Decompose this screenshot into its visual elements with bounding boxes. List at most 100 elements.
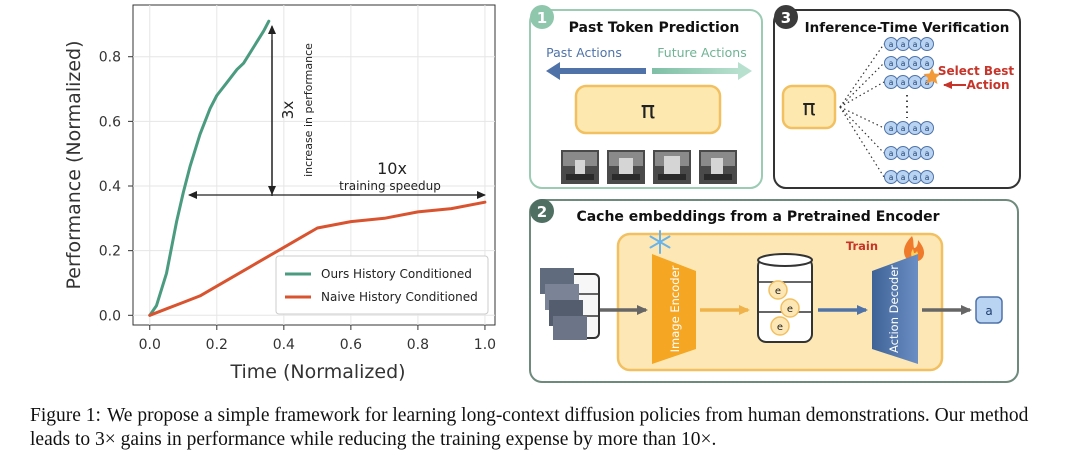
panel2-badge-number: 2 [537,203,547,221]
panel3-badge [774,5,798,29]
panel3-badge-number: 3 [781,9,791,27]
y-tick-label: 0.8 [99,50,121,66]
output-action-label: a [985,304,992,318]
series-lines [148,19,487,317]
policy-symbol-1: π [641,96,655,124]
y-tick-label: 0.0 [99,308,121,324]
image-encoder-block [652,254,696,364]
action-token-label: a [901,40,906,49]
action-token-label: a [925,173,930,182]
robot-frame-1 [561,150,599,184]
y-tick-label: 0.2 [99,244,121,260]
robot-frame-2 [607,150,645,184]
embedding-token-1 [768,280,788,300]
embedding-cache: e e e [757,253,813,343]
embedding-token-2-label: e [787,304,793,315]
select-action-label: Action [966,78,1009,92]
action-token-label: a [913,124,918,133]
action-token-label: a [901,78,906,87]
action-token-label: a [913,173,918,182]
select-star-icon [923,68,941,84]
policy-box-1 [574,84,722,135]
sample-branch-line [839,106,885,154]
x-tick-label: 0.6 [340,337,362,353]
legend-label-naive: Naive History Conditioned [321,290,478,304]
action-token-label: a [901,149,906,158]
action-token [920,56,934,70]
robot-frames [561,150,737,184]
robot-frame-4 [699,150,737,184]
figure-caption: Figure 1:We propose a simple framework f… [30,404,1060,452]
future-actions-label: Future Actions [657,45,746,60]
legend-label-ours: Ours History Conditioned [321,267,472,281]
sample-fan [839,43,885,178]
past-arrow-head [546,62,560,80]
embedding-token-3 [770,316,790,336]
past-actions-label: Past Actions [546,45,622,60]
output-action-token [975,296,1003,324]
figure: 0.0 0.2 0.4 0.6 0.8 1.0 0.0 0.2 0.4 0.6 0.8 Time … [63,4,1021,383]
image-encoder-label: Image Encoder [668,265,682,352]
panel-past-token-prediction: 1 Past Token Prediction Past Actions Fut… [529,5,763,189]
sample-branch-line [839,106,885,178]
policy-box-3 [781,84,837,130]
y-tick-label: 0.4 [99,179,121,195]
action-token-label: a [925,124,930,133]
speedup-label: 10x [377,159,407,178]
action-token-label: a [901,59,906,68]
policy-symbol-3: π [802,96,815,121]
caption-text: We propose a simple framework for learni… [30,405,1029,450]
x-tick-label: 0.8 [407,337,429,353]
panel1-title: Past Token Prediction [569,20,740,36]
legend: Ours History Conditioned Naive History C… [275,255,489,315]
embedding-token-3-label: e [777,322,783,333]
train-label: Train [846,239,878,253]
panel2-title: Cache embeddings from a Pretrained Encod… [576,209,939,225]
action-token-label: a [913,59,918,68]
action-decoder-block [872,254,918,364]
naive-history-conditioned-line [148,200,487,317]
action-token-label: a [889,173,894,182]
sample-branch-line [839,62,885,108]
ours-history-conditioned-line [148,19,271,317]
x-tick-label: 0.4 [273,337,295,353]
action-token-label: a [925,59,930,68]
action-decoder-label: Action Decoder [887,265,901,353]
input-image-stack [540,268,600,340]
action-token-label: a [889,40,894,49]
action-token-label: a [901,124,906,133]
x-tick-label: 0.0 [139,337,161,353]
embedding-token-1-label: e [775,286,781,297]
action-token-label: a [901,173,906,182]
action-token-label: a [913,78,918,87]
action-token-label: a [925,40,930,49]
sample-branch-line [839,43,885,108]
panel1-badge [530,5,554,29]
action-token [920,37,934,51]
x-ticks: 0.0 0.2 0.4 0.6 0.8 1.0 [139,325,496,353]
action-token-label: a [889,78,894,87]
y-tick-label: 0.6 [99,114,121,130]
action-token [920,121,934,135]
x-tick-label: 1.0 [474,337,496,353]
embedding-token-2 [780,298,800,318]
performance-chart: 0.0 0.2 0.4 0.6 0.8 1.0 0.0 0.2 0.4 0.6 0.8 Time … [63,4,496,383]
x-tick-label: 0.2 [206,337,228,353]
action-token-label: a [913,40,918,49]
action-token-label: a [889,149,894,158]
snowflake-icon [649,230,671,254]
robot-frame-3 [653,150,691,184]
action-token [920,170,934,184]
panel3-title: Inference-Time Verification [805,20,1010,36]
x-axis-label: Time (Normalized) [229,361,405,383]
action-token-label: a [889,59,894,68]
action-token [920,146,934,160]
speedup-sublabel: training speedup [339,179,441,193]
future-arrow-head [738,62,752,80]
performance-gain-label: 3x [279,101,297,120]
sample-branch-line [839,106,885,129]
